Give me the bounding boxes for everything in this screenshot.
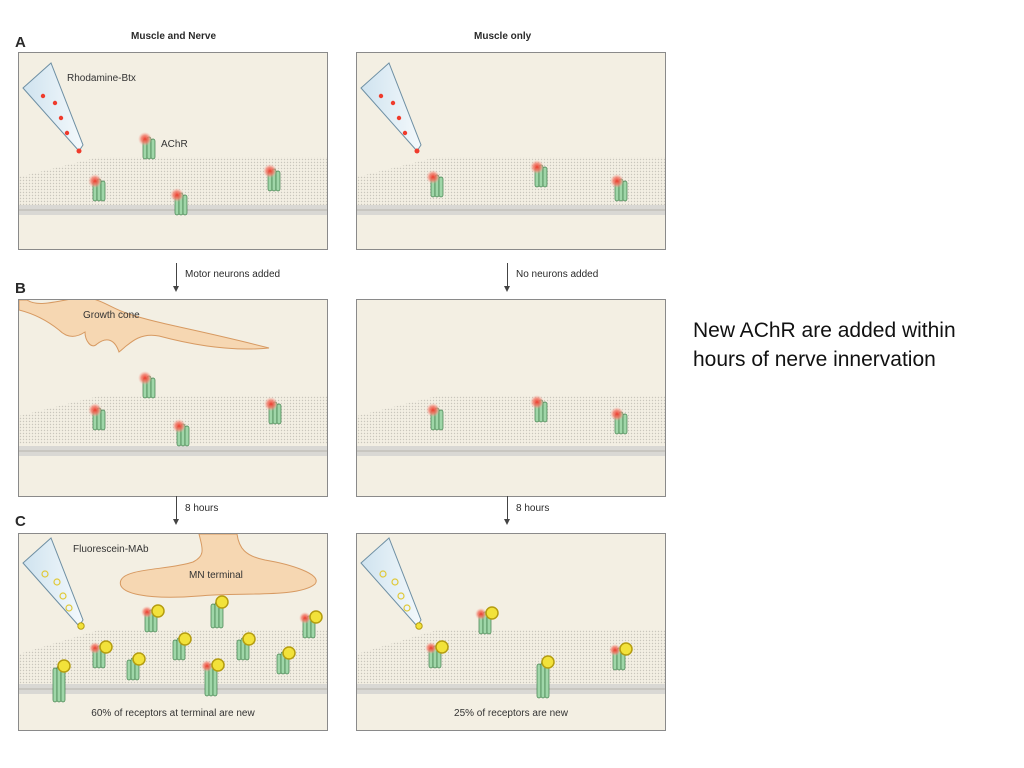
panel-a-left-illustration (19, 62, 327, 216)
panel-c-muscle-and-nerve: Fluorescein-MAb MN terminal 60% of recep… (18, 533, 328, 731)
receptor-new (126, 652, 146, 681)
panel-b-left-illustration (19, 300, 327, 456)
receptor-labeled (609, 642, 633, 671)
receptor (88, 174, 106, 202)
label-achr: AChR (161, 139, 188, 150)
arrow-line-left-ab (176, 263, 177, 287)
column-heading-muscle-only: Muscle only (474, 31, 532, 42)
receptor-new (172, 632, 192, 661)
row-label-c: C (15, 513, 26, 530)
growth-cone (19, 300, 270, 353)
receptor-new (52, 659, 71, 703)
label-rhodamine-btx: Rhodamine-Btx (67, 73, 136, 84)
receptor (530, 160, 548, 188)
row-label-b: B (15, 280, 26, 297)
receptor (530, 395, 548, 423)
caption-60-percent: 60% of receptors at terminal are new (91, 708, 255, 719)
arrow-head-right-ab (504, 286, 510, 292)
receptor (170, 188, 188, 216)
label-mn-terminal: MN terminal (189, 570, 243, 581)
arrow-line-left-bc (176, 496, 177, 520)
arrow-head-right-bc (504, 519, 510, 525)
receptor-labeled (141, 604, 165, 633)
receptor (138, 371, 156, 399)
arrow-head-left-ab (173, 286, 179, 292)
column-heading-muscle-and-nerve: Muscle and Nerve (131, 31, 217, 42)
label-8-hours-left: 8 hours (185, 503, 219, 514)
panel-c-left-illustration (19, 534, 327, 703)
receptor (610, 174, 628, 202)
panel-c-muscle-only: 25% of receptors are new (356, 533, 666, 731)
arrow-head-left-bc (173, 519, 179, 525)
pipette (360, 537, 423, 630)
pipette (22, 537, 85, 630)
receptor (426, 403, 444, 431)
label-8-hours-right: 8 hours (516, 503, 550, 514)
receptor-labeled (299, 610, 323, 639)
panel-b-right-illustration (357, 395, 665, 456)
panel-a-right-illustration (357, 62, 665, 215)
arrow-line-right-ab (507, 263, 508, 287)
receptor-new (276, 646, 296, 675)
receptor (264, 397, 282, 425)
panel-b-muscle-and-nerve: Growth cone (18, 299, 328, 497)
label-motor-neurons-added: Motor neurons added (185, 269, 281, 280)
panel-a-muscle-and-nerve: Rhodamine-Btx AChR (18, 52, 328, 250)
receptor (263, 164, 281, 192)
receptor-labeled (475, 606, 499, 635)
row-label-a: A (15, 34, 26, 51)
receptor-labeled (201, 658, 225, 697)
receptor (610, 407, 628, 435)
receptor (426, 170, 444, 198)
receptor-new (210, 595, 229, 629)
label-fluorescein-mab: Fluorescein-MAb (73, 544, 149, 555)
panel-b-muscle-only (356, 299, 666, 497)
pipette (22, 62, 84, 154)
receptor-labeled (425, 640, 449, 669)
panel-c-right-illustration (357, 537, 665, 699)
pipette (360, 62, 422, 154)
receptor-labeled (89, 640, 113, 669)
receptor (172, 419, 190, 447)
panel-a-muscle-only (356, 52, 666, 250)
mn-terminal (119, 534, 317, 598)
arrow-line-right-bc (507, 496, 508, 520)
caption-25-percent: 25% of receptors are new (454, 708, 568, 719)
receptor-new (536, 655, 555, 699)
receptor (138, 132, 156, 160)
receptor-new (236, 632, 256, 661)
label-growth-cone: Growth cone (83, 310, 140, 321)
side-note-text: New AChR are added within hours of nerve… (693, 319, 956, 371)
label-no-neurons-added: No neurons added (516, 269, 599, 280)
receptor (88, 403, 106, 431)
